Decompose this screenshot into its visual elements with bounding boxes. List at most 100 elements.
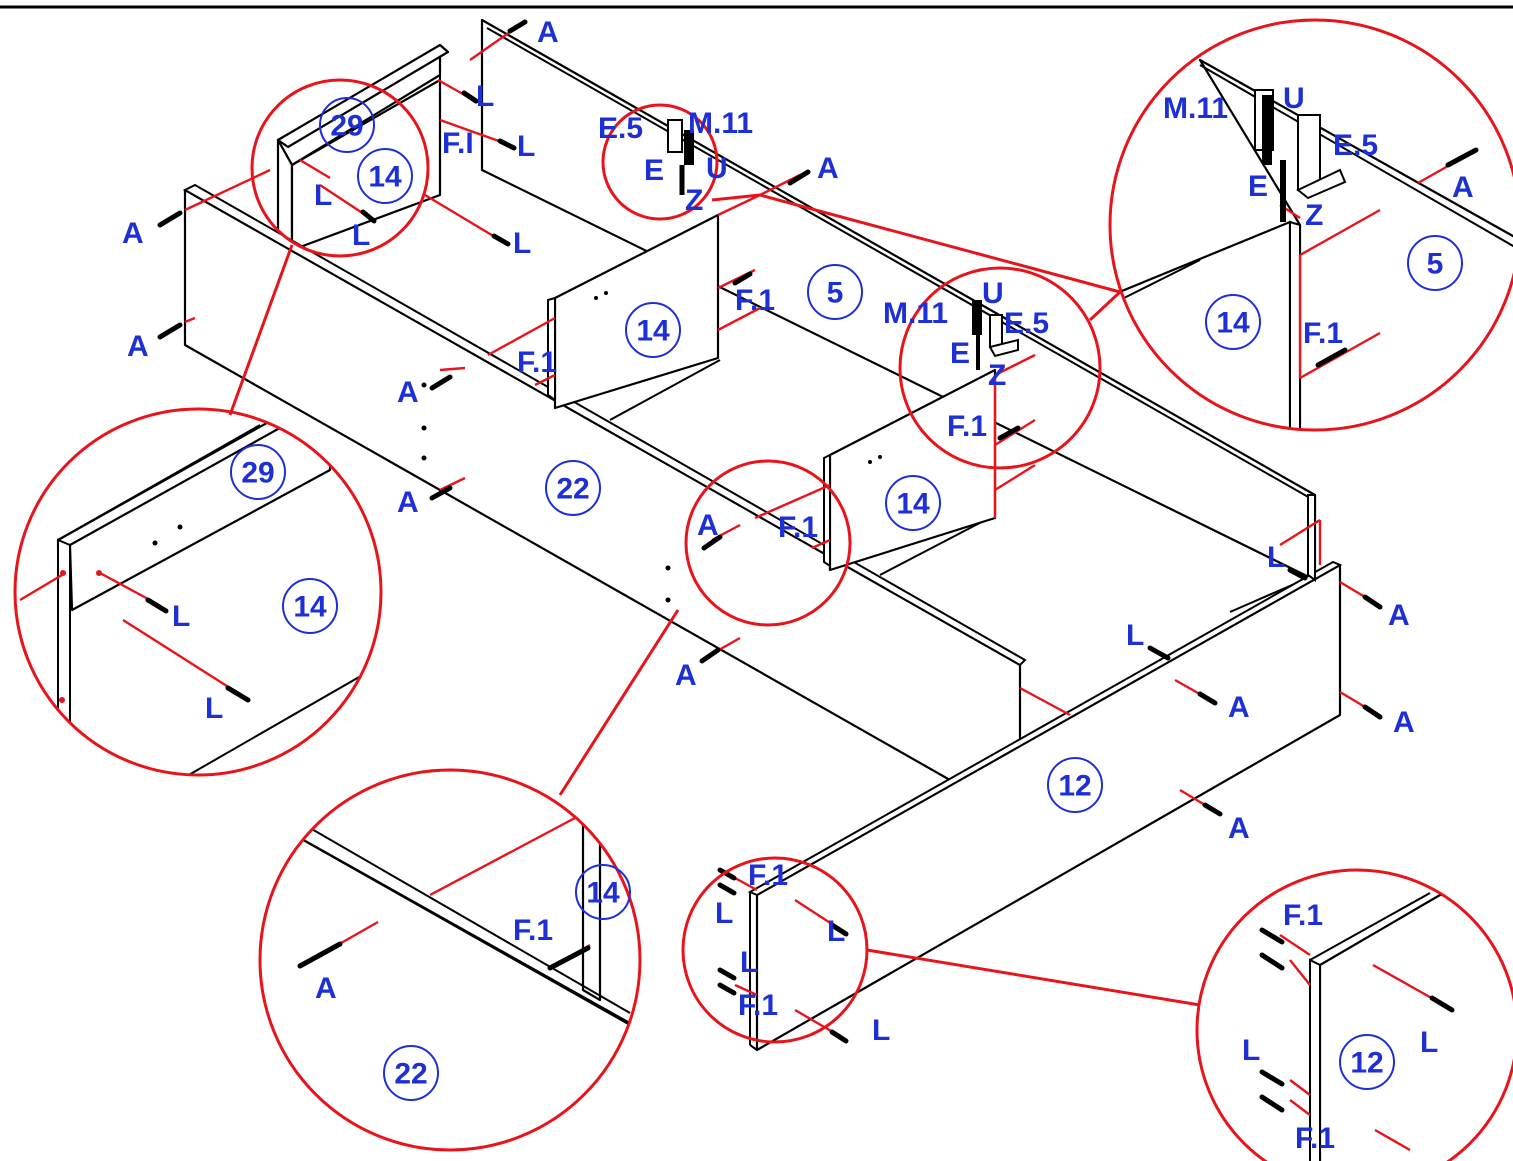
svg-text:14: 14 [293,591,327,624]
svg-text:14: 14 [896,488,930,521]
hardware-label-l: L [513,227,531,260]
detail-circle-left [13,407,383,777]
svg-text:29: 29 [330,110,363,143]
back-panel-5-end [1307,494,1316,582]
hardware-label-l: L [1267,541,1285,574]
hardware-label-f1: F.1 [1295,1122,1335,1155]
svg-text:22: 22 [556,473,589,506]
hardware-label-a: A [1228,691,1250,724]
part-badge-29: 29 [319,97,375,153]
hardware-label-m11: M.11 [1163,92,1228,125]
hardware-label-a: A [675,659,697,692]
svg-text:22: 22 [394,1058,427,1091]
hardware-label-f1: F.1 [947,410,987,443]
hardware-label-a: A [397,376,419,409]
hardware-label-e5: E.5 [1004,307,1049,340]
part-badge-22: 22 [383,1045,439,1101]
part-badge-14: 14 [282,578,338,634]
divider-14-middle-edge [547,296,556,402]
hardware-label-l: L [1242,1034,1260,1067]
hardware-label-f1: F.1 [1303,317,1343,350]
part-badge-12: 12 [1339,1034,1395,1090]
svg-text:12: 12 [1058,770,1091,803]
hardware-label-f1: F.1 [513,914,553,947]
hardware-label-f1: F.1 [748,859,788,892]
hardware-label-l: L [205,692,223,725]
hardware-label-z: Z [988,359,1006,392]
hardware-label-l: L [314,179,332,212]
hardware-label-a: A [315,972,337,1005]
detail-circle-bottom-center [258,768,642,1152]
hardware-label-l: L [872,1014,890,1047]
hardware-label-l: L [1420,1026,1438,1059]
hardware-label-a: A [1228,812,1250,845]
hardware-label-e: E [1248,170,1268,203]
main-assembly [157,18,1383,1052]
part-badge-14: 14 [885,475,941,531]
bracket-hardware-top [667,119,694,195]
hardware-label-a: A [697,509,719,542]
fasteners [157,19,1383,1044]
svg-text:5: 5 [827,277,844,310]
bracket-hardware-right [972,300,1019,370]
hardware-label-a: A [1393,706,1415,739]
hardware-label-f1: F.1 [778,511,818,544]
svg-text:14: 14 [586,877,620,910]
divider-14-rear-left [290,78,442,252]
cam-holes [421,291,882,603]
side-panel-22-top [182,183,1027,667]
divider-14-right-edge [823,453,831,568]
hardware-label-l: L [715,897,733,930]
hardware-label-l: L [172,600,190,633]
part-badge-5: 5 [807,264,863,320]
hardware-label-l: L [827,915,845,948]
hardware-label-f1: F.1 [735,284,775,317]
hardware-label-a: A [397,486,419,519]
svg-text:29: 29 [241,457,274,490]
part-badge-22: 22 [545,460,601,516]
hardware-label-z: Z [685,184,703,217]
hardware-label-f1: F.1 [738,989,778,1022]
hardware-label-f1: F.1 [1283,899,1323,932]
svg-text:14: 14 [1216,307,1250,340]
hardware-label-e5: E.5 [1333,129,1378,162]
part-badge-14: 14 [1205,294,1261,350]
hardware-label-a: A [537,16,559,49]
hardware-label-l: L [476,80,494,113]
detail-circle-bottom-right [1195,868,1513,1161]
hardware-label-a: A [1388,599,1410,632]
hardware-label-fi: F.I [442,127,474,160]
part-badge-14: 14 [625,302,681,358]
hardware-label-a: A [122,217,144,250]
hardware-label-u: U [706,152,728,185]
part-badge-29: 29 [230,444,286,500]
hardware-label-l: L [352,219,370,252]
hardware-label-u: U [1283,82,1305,115]
svg-text:12: 12 [1350,1047,1383,1080]
front-panel-12-top [747,560,1343,897]
part-badge-5: 5 [1407,235,1463,291]
hardware-label-l: L [517,130,535,163]
hardware-label-a: A [1452,171,1474,204]
part-badge-14: 14 [575,864,631,920]
hardware-label-a: A [127,330,149,363]
part-badge-14: 14 [357,148,413,204]
svg-text:14: 14 [368,161,402,194]
part-badge-12: 12 [1047,757,1103,813]
divider-14-right [828,368,997,572]
hardware-label-l: L [740,946,758,979]
hardware-label-e5: E.5 [598,112,643,145]
hardware-label-z: Z [1305,199,1323,232]
hardware-label-m11: M.11 [883,297,948,330]
svg-text:14: 14 [636,315,670,348]
hardware-label-u: U [982,277,1004,310]
callout-links [228,78,1201,1044]
hardware-label-f1: F.1 [517,346,557,379]
hardware-label-e: E [644,154,664,187]
hardware-label-e: E [950,337,970,370]
svg-text:5: 5 [1427,248,1444,281]
hardware-label-m11: M.11 [688,107,753,140]
